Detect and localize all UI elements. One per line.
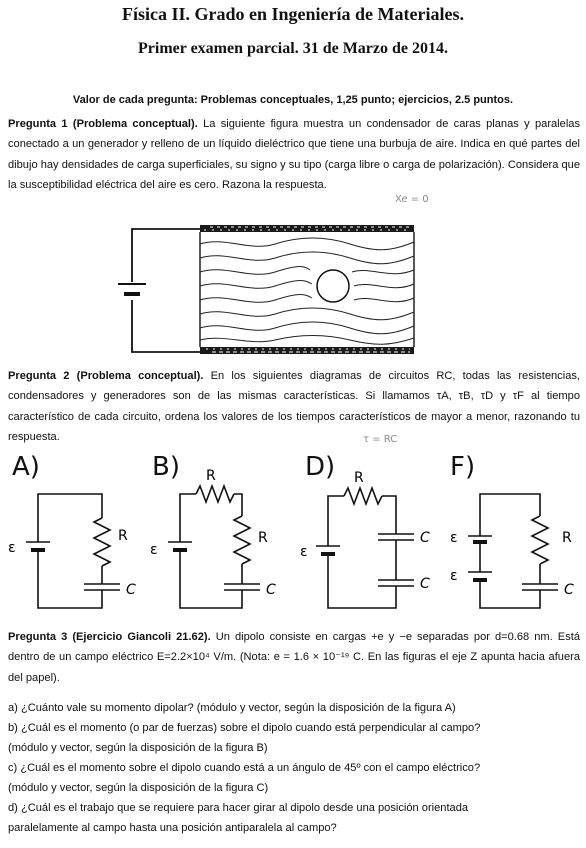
capacitor-top-plate <box>200 225 414 232</box>
question-1-heading: Pregunta 1 (Problema conceptual). <box>8 118 198 130</box>
question-1-text: La siguiente figura muestra un condensad… <box>8 118 580 191</box>
wire-bottom <box>131 300 200 353</box>
air-bubble <box>316 269 350 303</box>
question-3a: a) ¿Cuánto vale su momento dipolar? (mód… <box>8 702 456 714</box>
label-e-d: ε <box>300 544 308 560</box>
exam-title: Física II. Grado en Ingeniería de Materi… <box>122 4 464 24</box>
label-c-d1: C <box>420 530 430 546</box>
label-r-d: R <box>354 470 364 486</box>
circuit-d-label: D) <box>305 452 336 482</box>
circuit-a: ε R C <box>8 493 136 609</box>
wire-top <box>131 228 200 282</box>
label-r-f: R <box>562 530 572 546</box>
resistor-b1 <box>195 483 235 505</box>
circuit-a-label: A) <box>12 452 40 482</box>
question-3b-line2: (módulo y vector, según la disposición d… <box>8 742 268 754</box>
circuit-f: ε ε R C <box>450 493 574 609</box>
question-3d-line2: paralelamente al campo hasta una posició… <box>8 822 337 834</box>
exam-subtitle: Primer examen parcial. 31 de Marzo de 20… <box>138 40 448 57</box>
circuit-b-label: B) <box>152 452 180 482</box>
label-e-a: ε <box>8 540 16 556</box>
resistor-d <box>343 485 383 507</box>
question-3: Pregunta 3 (Ejercicio Giancoli 21.62). U… <box>8 627 580 688</box>
label-e-f1: ε <box>450 530 458 546</box>
question-3c-line1: c) ¿Cuál es el momento sobre el dipolo c… <box>8 762 481 774</box>
dielectric-liquid-waves <box>199 237 415 345</box>
circuit-d: R ε C C <box>300 470 430 609</box>
question-1: Pregunta 1 (Problema conceptual). La sig… <box>8 114 580 195</box>
resistor-b2 <box>232 515 252 565</box>
label-e-f2: ε <box>450 568 458 584</box>
label-c-f: C <box>564 582 574 598</box>
resistor-a <box>92 517 112 567</box>
capacitor-figure <box>118 225 415 354</box>
question-2: Pregunta 2 (Problema conceptual). En los… <box>8 366 580 447</box>
point-values: Valor de cada pregunta: Problemas concep… <box>72 94 514 106</box>
question-3-heading: Pregunta 3 (Ejercicio Giancoli 21.62). <box>8 631 211 643</box>
capacitor-bottom-plate <box>200 347 414 354</box>
label-e-b: ε <box>150 542 158 558</box>
handwritten-note-q2: τ = RC <box>363 434 398 445</box>
circuit-b: R ε R C <box>150 468 276 609</box>
label-r-b2: R <box>258 530 268 546</box>
label-r-b1: R <box>206 468 216 484</box>
handwritten-note-q1: Xe = 0 <box>395 194 429 205</box>
question-2-heading: Pregunta 2 (Problema conceptual). <box>8 370 204 382</box>
label-c-d2: C <box>420 576 430 592</box>
resistor-f <box>530 515 550 565</box>
question-3-text: Un dipolo consiste en cargas +e y −e sep… <box>8 631 580 684</box>
question-3d-line1: d) ¿Cuál es el trabajo que se requiere p… <box>8 802 469 814</box>
question-3b-line1: b) ¿Cuál es el momento (o par de fuerzas… <box>8 722 481 734</box>
question-2-text: En los siguientes diagramas de circuitos… <box>8 370 580 443</box>
label-c-a: C <box>126 582 136 598</box>
circuit-f-label: F) <box>450 452 476 482</box>
label-r-a: R <box>118 528 128 544</box>
label-c-b: C <box>266 582 276 598</box>
question-3c-line2: (módulo y vector, según la disposición d… <box>8 782 269 794</box>
